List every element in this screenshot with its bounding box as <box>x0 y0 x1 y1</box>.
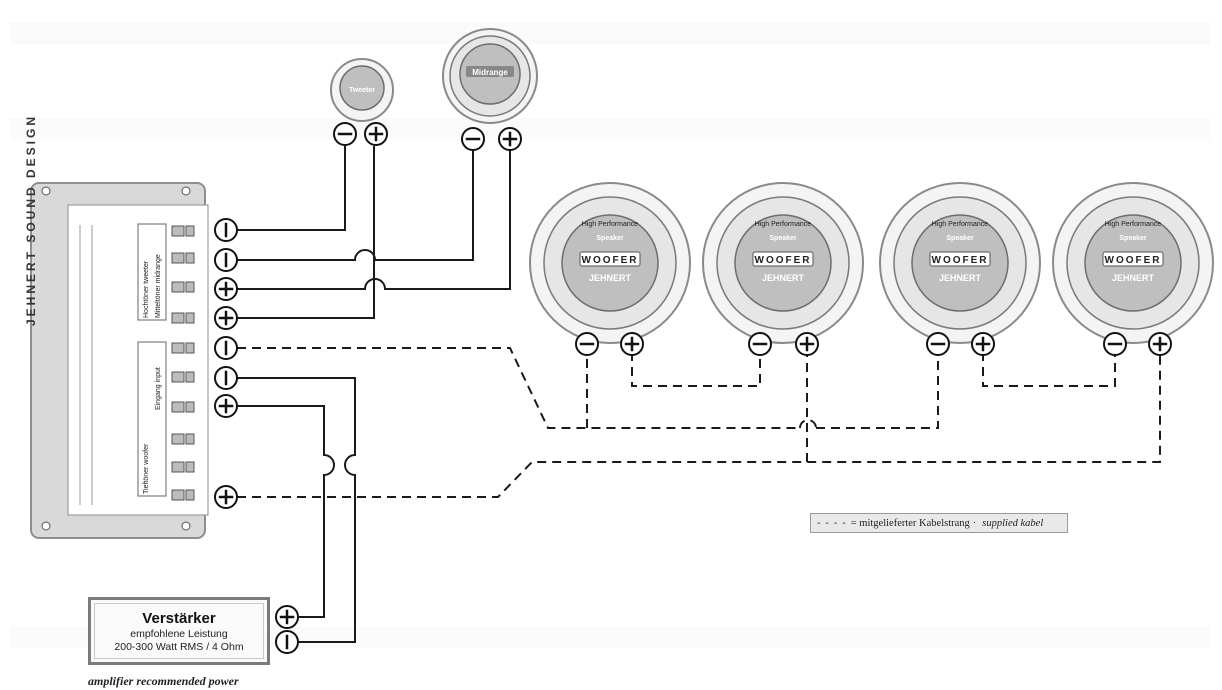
woofer-2-label: WOOFER <box>755 255 812 266</box>
woofer-2-arc: High Performance <box>755 221 812 228</box>
mount-hole-icon <box>181 186 191 196</box>
mount-hole-icon <box>41 521 51 531</box>
section-high-label: Hochtöner tweeter <box>143 260 150 318</box>
woofer-4-brand: JEHNERT <box>1112 273 1155 283</box>
crossover-housing <box>30 182 209 539</box>
woofer-3-brand: JEHNERT <box>939 273 982 283</box>
woofer-4-sub: Speaker <box>1119 235 1147 242</box>
amplifier-caption: amplifier recommended power <box>88 674 239 688</box>
minus-terminal-icon <box>575 332 599 356</box>
woofer-4-label: WOOFER <box>1105 255 1162 266</box>
solid-wires-high <box>237 146 511 319</box>
midrange-label: Midrange <box>472 68 508 77</box>
plus-terminal-icon <box>1148 332 1172 356</box>
minus-terminal-icon <box>1103 332 1127 356</box>
mount-hole-icon <box>181 521 191 531</box>
minus-terminal-icon <box>214 336 238 360</box>
tweeter-label: Tweeter <box>349 87 375 94</box>
woofer-4-arc: High Performance <box>1105 221 1162 228</box>
section-high-mid-frame <box>137 223 167 321</box>
crossover-section-labels: Hochtöner tweeter Mitteltöner midrange T… <box>143 254 162 494</box>
minus-terminal-icon <box>214 218 238 242</box>
dashed-wires-woofer <box>237 347 1161 498</box>
woofer-1-brand: JEHNERT <box>589 273 632 283</box>
amplifier-subtitle: empfohlene Leistung <box>130 628 228 640</box>
plus-terminal-icon <box>620 332 644 356</box>
plus-terminal-icon <box>364 122 388 146</box>
woofer-1-arc: High Performance <box>582 221 639 228</box>
plus-terminal-icon <box>498 127 522 151</box>
section-low-input-frame <box>137 341 167 497</box>
plus-terminal-icon <box>275 605 299 629</box>
woofer-2-sub: Speaker <box>769 235 797 242</box>
amplifier-title: Verstärker <box>142 610 216 627</box>
tweeter-speaker: Tweeter <box>330 58 394 122</box>
amplifier-box: Verstärker empfohlene Leistung 200-300 W… <box>88 597 270 665</box>
minus-terminal-icon <box>461 127 485 151</box>
woofer-2: WOOFER JEHNERT Speaker High Performance <box>702 182 864 344</box>
midrange-speaker: Midrange <box>442 28 538 124</box>
minus-terminal-icon <box>926 332 950 356</box>
section-mid-label: Mitteltöner midrange <box>155 254 162 318</box>
woofer-3-label: WOOFER <box>932 255 989 266</box>
legend-dash-symbol: - - - - <box>817 517 847 529</box>
legend-separator: · <box>972 517 977 529</box>
plus-terminal-icon <box>214 277 238 301</box>
legend: - - - - = mitgelieferter Kabelstrang · s… <box>810 513 1068 533</box>
plus-terminal-icon <box>971 332 995 356</box>
woofer-1: WOOFER JEHNERT Speaker High Performance <box>529 182 691 344</box>
woofer-1-sub: Speaker <box>596 235 624 242</box>
legend-text-de: = mitgelieferter Kabelstrang <box>850 517 970 529</box>
minus-terminal-icon <box>214 366 238 390</box>
minus-terminal-icon <box>333 122 357 146</box>
mount-hole-icon <box>41 186 51 196</box>
legend-text-en: supplied kabel <box>982 517 1044 529</box>
plus-terminal-icon <box>214 485 238 509</box>
woofer-1-label: WOOFER <box>582 255 639 266</box>
solid-wires-amp <box>237 377 356 643</box>
minus-terminal-icon <box>748 332 772 356</box>
minus-terminal-icon <box>275 630 299 654</box>
plus-terminal-icon <box>214 394 238 418</box>
section-input-label: Eingang input <box>155 367 162 410</box>
woofer-4: WOOFER JEHNERT Speaker High Performance <box>1052 182 1214 344</box>
crossover-brand: JEHNERT SOUND DESIGN <box>24 113 38 327</box>
woofer-3-arc: High Performance <box>932 221 989 228</box>
woofer-3: WOOFER JEHNERT Speaker High Performance <box>879 182 1041 344</box>
terminals <box>214 122 1172 654</box>
section-low-label: Tieftöner woofer <box>143 443 150 494</box>
amplifier-power: 200-300 Watt RMS / 4 Ohm <box>114 641 244 653</box>
woofer-2-brand: JEHNERT <box>762 273 805 283</box>
plus-terminal-icon <box>214 306 238 330</box>
plus-terminal-icon <box>795 332 819 356</box>
woofer-3-sub: Speaker <box>946 235 974 242</box>
minus-terminal-icon <box>214 248 238 272</box>
